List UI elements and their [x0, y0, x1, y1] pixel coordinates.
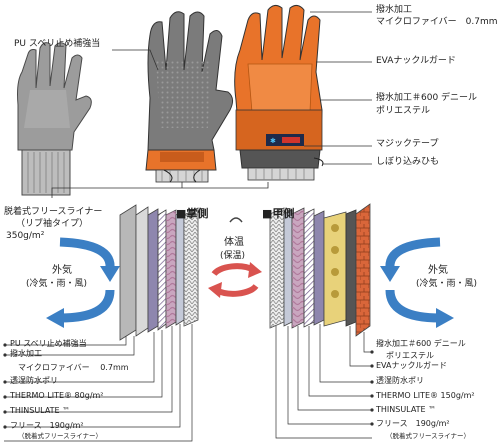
- palm-layer-label: 撥水加工: [10, 349, 42, 358]
- label-pu-reinforce: PU スベリ止め補強当: [14, 39, 101, 49]
- label-liner-2: （リブ袖タイプ）: [16, 219, 89, 229]
- label-liner-3: 350g/m²: [6, 231, 45, 241]
- outside-left-label: 外気: [52, 265, 72, 276]
- back-layer-label: （脱着式フリースライナー）: [386, 432, 471, 440]
- back-leader-lines: [275, 324, 372, 439]
- palm-layer-label: PU スベリ止め補強当: [10, 339, 87, 348]
- label-poly600-2: ポリエステル: [376, 106, 431, 116]
- back-layer-label: ポリエステル: [386, 351, 434, 360]
- liner-glove: [17, 42, 92, 196]
- back-layer-label: 撥水加工＃600 デニール: [376, 339, 466, 348]
- palm-layer-label: THINSULATE ™: [10, 406, 71, 415]
- palm-leader-dots: [3, 343, 7, 429]
- label-water-fiber-1: 撥水加工: [376, 5, 413, 15]
- palm-layer-label: マイクロファイバー 0.7mm: [18, 363, 129, 372]
- back-layer-label: フリース 190g/m²: [376, 419, 450, 428]
- outside-left-sub-label: (冷気・雨・風): [26, 279, 88, 289]
- svg-text:✱: ✱: [270, 137, 276, 145]
- top-leader-lines: [51, 11, 372, 198]
- outside-air-arrow-right: [380, 237, 454, 328]
- back-layer-label: EVAナックルガード: [376, 361, 448, 370]
- back-glove: ✱: [234, 4, 324, 181]
- palm-layer-label: フリース 190g/m²: [10, 421, 84, 430]
- palm-glove: [145, 11, 234, 183]
- label-eva-guard: EVAナックルガード: [376, 56, 456, 66]
- outside-air-arrow-left: [46, 237, 120, 328]
- palm-leader-lines: [4, 324, 193, 442]
- palm-layer-label: 透湿防水ポリ: [10, 376, 58, 385]
- back-layer-stack: [269, 203, 371, 337]
- back-layer-label: THERMO LITE® 150g/m²: [376, 391, 475, 400]
- label-liner-1: 脱着式フリースライナー: [4, 207, 103, 217]
- label-poly600-1: 撥水加工＃600 デニール: [376, 93, 478, 103]
- body-temp-sub-label: (保温): [220, 251, 246, 261]
- body-temp-arrow: [208, 262, 262, 298]
- palm-layer-label: THERMO LITE® 80g/m²: [10, 391, 104, 400]
- back-leader-dots: [370, 350, 374, 426]
- label-water-fiber-2: マイクロファイバー 0.7mm: [376, 17, 498, 27]
- back-layer-label: THINSULATE ™: [376, 405, 437, 414]
- outside-right-sub-label: (冷気・雨・風): [416, 279, 478, 289]
- label-drawstring: しぼり込みひも: [376, 157, 440, 167]
- palm-layer-label: （脱着式フリースライナー）: [18, 432, 103, 440]
- palm-side-title: ■掌側: [176, 207, 209, 220]
- body-temp-label: 体温: [224, 237, 244, 248]
- back-side-title: ■甲側: [262, 207, 295, 220]
- outside-right-label: 外気: [428, 265, 448, 276]
- center-divider-mark: [229, 217, 243, 223]
- back-layer-label: 透湿防水ポリ: [376, 376, 424, 385]
- palm-layer-stack: [119, 204, 199, 341]
- label-magic-tape: マジックテープ: [376, 139, 439, 149]
